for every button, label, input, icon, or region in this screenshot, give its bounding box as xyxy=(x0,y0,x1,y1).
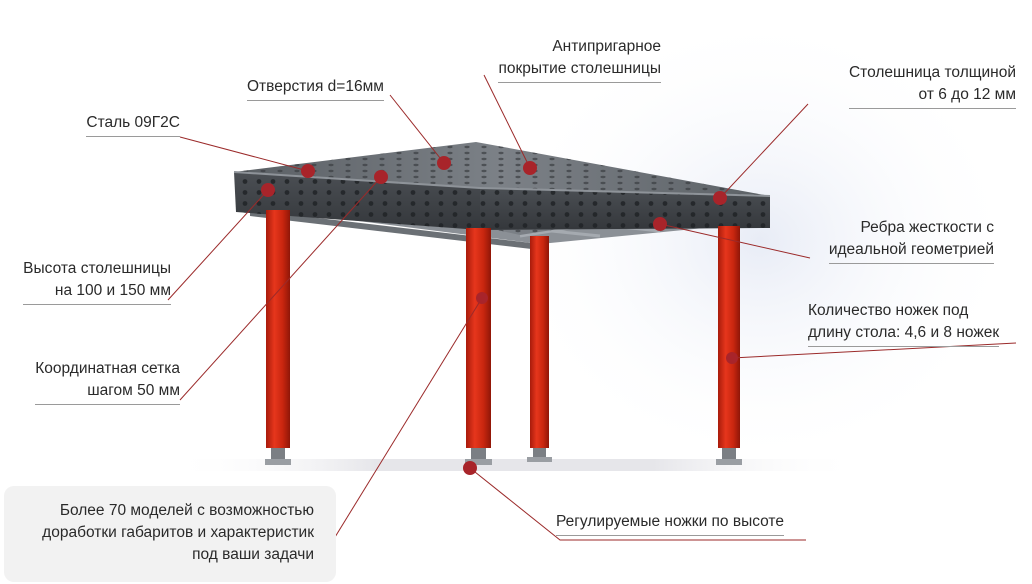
front-legs xyxy=(265,210,742,465)
label-table-height: Высота столешницы на 100 и 150 мм xyxy=(23,258,171,305)
marker-thickness xyxy=(713,191,727,205)
markers xyxy=(261,156,738,475)
background-glow xyxy=(500,10,1020,470)
floor-shadow xyxy=(170,459,860,471)
marker-height xyxy=(261,183,275,197)
tabletop-left-holes xyxy=(234,172,480,230)
back-legs xyxy=(527,236,552,462)
label-coating: Антипригарное покрытие столешницы xyxy=(498,36,661,83)
label-grid: Координатная сетка шагом 50 мм xyxy=(35,358,180,405)
tabletop-right-holes xyxy=(480,188,770,230)
leader-lines xyxy=(167,74,1017,569)
label-steel: Сталь 09Г2С xyxy=(86,112,180,137)
label-models: Более 70 моделей с возможностью доработк… xyxy=(42,502,314,563)
marker-adjust xyxy=(463,461,477,475)
marker-coating xyxy=(523,161,537,175)
label-holes: Отверстия d=16мм xyxy=(247,76,384,101)
marker-models xyxy=(476,292,488,304)
marker-ribs xyxy=(653,217,667,231)
label-thickness: Столешница толщиной от 6 до 12 мм xyxy=(848,62,1016,109)
marker-legs xyxy=(726,352,738,364)
label-ribs: Ребра жесткости с идеальной геометрией xyxy=(828,217,994,264)
marker-steel xyxy=(301,164,315,178)
label-adjustable-legs: Регулируемые ножки по высоте xyxy=(556,511,784,536)
models-info-box: Более 70 моделей с возможностью доработк… xyxy=(4,486,336,582)
label-legs-count: Количество ножек под длину стола: 4,6 и … xyxy=(808,300,1000,347)
marker-grid xyxy=(374,170,388,184)
marker-holes xyxy=(437,156,451,170)
